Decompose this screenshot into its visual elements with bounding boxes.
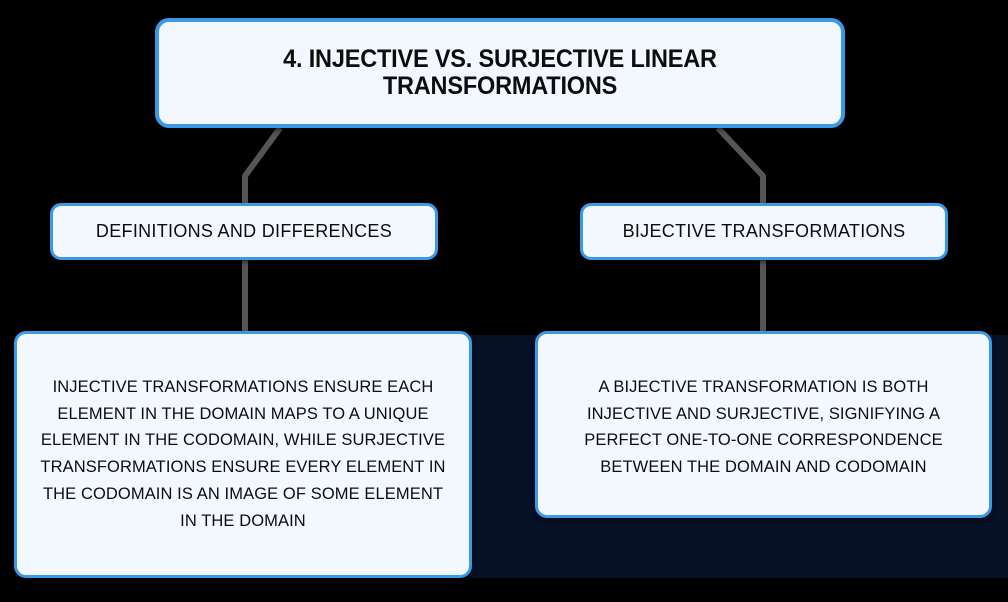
- content-text-definitions-and-differences: INJECTIVE TRANSFORMATIONS ENSURE EACH EL…: [40, 378, 446, 530]
- content-node-bijective-transformations[interactable]: A BIJECTIVE TRANSFORMATION IS BOTH INJEC…: [535, 331, 992, 518]
- connector-title-to-right: [715, 125, 766, 203]
- branch-label-bijective-transformations: BIJECTIVE TRANSFORMATIONS: [622, 221, 906, 242]
- content-text-bijective-transformations: A BIJECTIVE TRANSFORMATION IS BOTH INJEC…: [584, 378, 943, 477]
- branch-node-definitions-and-differences[interactable]: DEFINITIONS AND DIFFERENCES: [50, 203, 438, 260]
- connector-title-to-left: [242, 126, 283, 203]
- content-node-definitions-and-differences[interactable]: INJECTIVE TRANSFORMATIONS ENSURE EACH EL…: [14, 331, 472, 578]
- branch-node-bijective-transformations[interactable]: BIJECTIVE TRANSFORMATIONS: [580, 203, 948, 260]
- branch-label-definitions-and-differences: DEFINITIONS AND DIFFERENCES: [95, 221, 393, 242]
- diagram-title-node[interactable]: 4. INJECTIVE VS. SURJECTIVE LINEAR TRANS…: [155, 18, 845, 128]
- diagram-title-label: 4. INJECTIVE VS. SURJECTIVE LINEAR TRANS…: [283, 44, 717, 100]
